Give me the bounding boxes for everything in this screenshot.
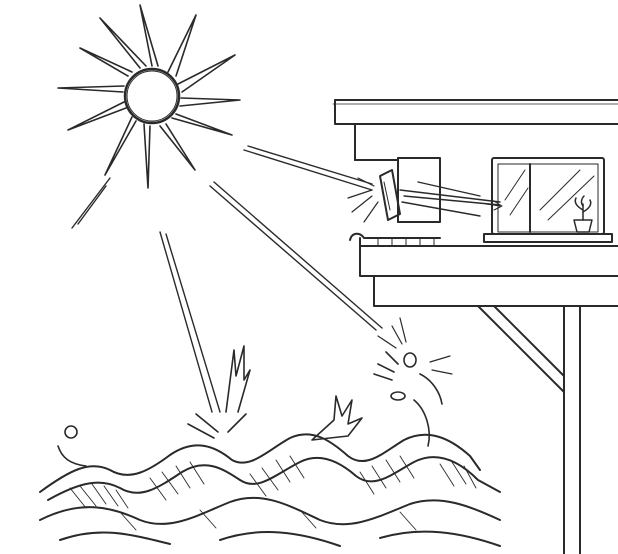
window — [484, 158, 612, 242]
splashes — [58, 346, 442, 466]
ray-reflections — [378, 318, 452, 374]
water-drop-icon — [404, 353, 416, 367]
mirror-icon — [348, 170, 400, 222]
building — [333, 100, 618, 554]
waves — [40, 434, 500, 546]
sun-icon — [58, 5, 240, 188]
water-drop-icon — [65, 426, 77, 438]
water-drop-icon — [391, 392, 405, 400]
sun-rays — [72, 146, 500, 412]
potted-plant-icon — [574, 196, 592, 232]
sun-spikes — [58, 5, 240, 188]
